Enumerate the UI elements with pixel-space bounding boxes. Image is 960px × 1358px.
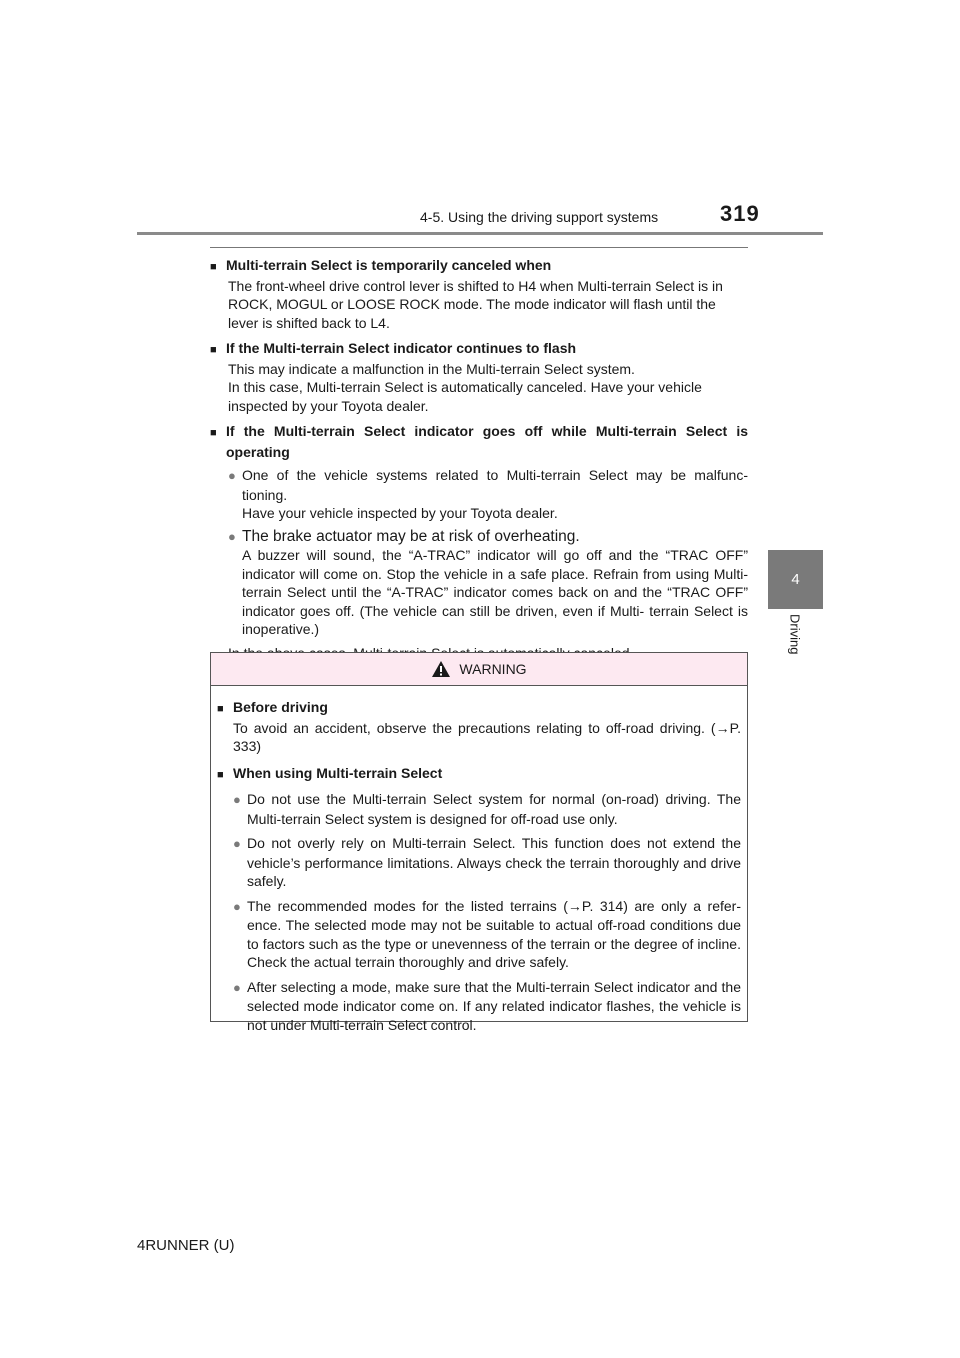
- warning-list-item: ●Do not use the Multi-terrain Select sys…: [233, 791, 741, 827]
- warning-box: WARNING ■Before driving To avoid an acci…: [210, 652, 748, 1033]
- model-footer: 4RUNNER (U): [137, 1237, 235, 1254]
- square-bullet-icon: ■: [210, 427, 217, 439]
- circle-bullet-icon: ●: [233, 979, 241, 995]
- content-divider: [210, 247, 748, 248]
- section-body-line: In this case, Multi-terrain Select is au…: [228, 379, 702, 414]
- list-item-detail: Have your vehicle inspected by your Toyo…: [242, 505, 558, 521]
- square-bullet-icon: ■: [217, 768, 224, 781]
- circle-bullet-icon: ●: [233, 792, 241, 807]
- chapter-tab: 4: [768, 550, 823, 609]
- warning-text: To avoid an accident, observe the precau…: [233, 719, 741, 755]
- warning-body: ■Before driving To avoid an accident, ob…: [211, 686, 747, 1034]
- main-content: ■Multi-terrain Select is temporarily can…: [210, 256, 748, 662]
- warning-heading: ■Before driving: [217, 698, 741, 719]
- section-body: The front-wheel drive control lever is s…: [228, 277, 723, 331]
- warning-header: WARNING: [211, 653, 747, 686]
- chapter-label: Driving: [787, 614, 803, 655]
- warning-list-item: ●After selecting a mode, make sure that …: [233, 978, 741, 1033]
- warning-heading: ■When using Multi-terrain Select: [217, 764, 741, 785]
- square-bullet-icon: ■: [210, 261, 217, 273]
- warning-title: WARNING: [459, 661, 527, 677]
- square-bullet-icon: ■: [210, 344, 217, 356]
- list-item-detail: A buzzer will sound, the “A-TRAC” indica…: [242, 547, 748, 637]
- section-title: 4-5. Using the driving support systems: [420, 209, 659, 225]
- circle-bullet-icon: ●: [233, 836, 241, 851]
- section-body-line: This may indicate a malfunction in the M…: [228, 360, 635, 377]
- header-divider: [137, 232, 823, 235]
- chapter-number: 4: [791, 571, 800, 588]
- section-heading: ■Multi-terrain Select is temporarily can…: [210, 256, 748, 277]
- warning-triangle-icon: [432, 661, 451, 677]
- circle-bullet-icon: ●: [233, 898, 241, 914]
- warning-list-item: ●The recommended modes for the listed te…: [233, 897, 741, 971]
- page-number: 319: [720, 201, 760, 226]
- section-heading: ■If the Multi-terrain Select indicator g…: [210, 423, 748, 460]
- circle-bullet-icon: ●: [228, 528, 236, 544]
- warning-list-item: ●Do not overly rely on Multi-terrain Sel…: [233, 835, 741, 889]
- list-item: ●The brake actuator may be at risk of ov…: [228, 527, 580, 545]
- section-heading: ■If the Multi-terrain Select indicator c…: [210, 339, 748, 360]
- list-item: ●One of the vehicle systems related to M…: [228, 467, 748, 503]
- circle-bullet-icon: ●: [228, 468, 236, 483]
- square-bullet-icon: ■: [217, 703, 224, 715]
